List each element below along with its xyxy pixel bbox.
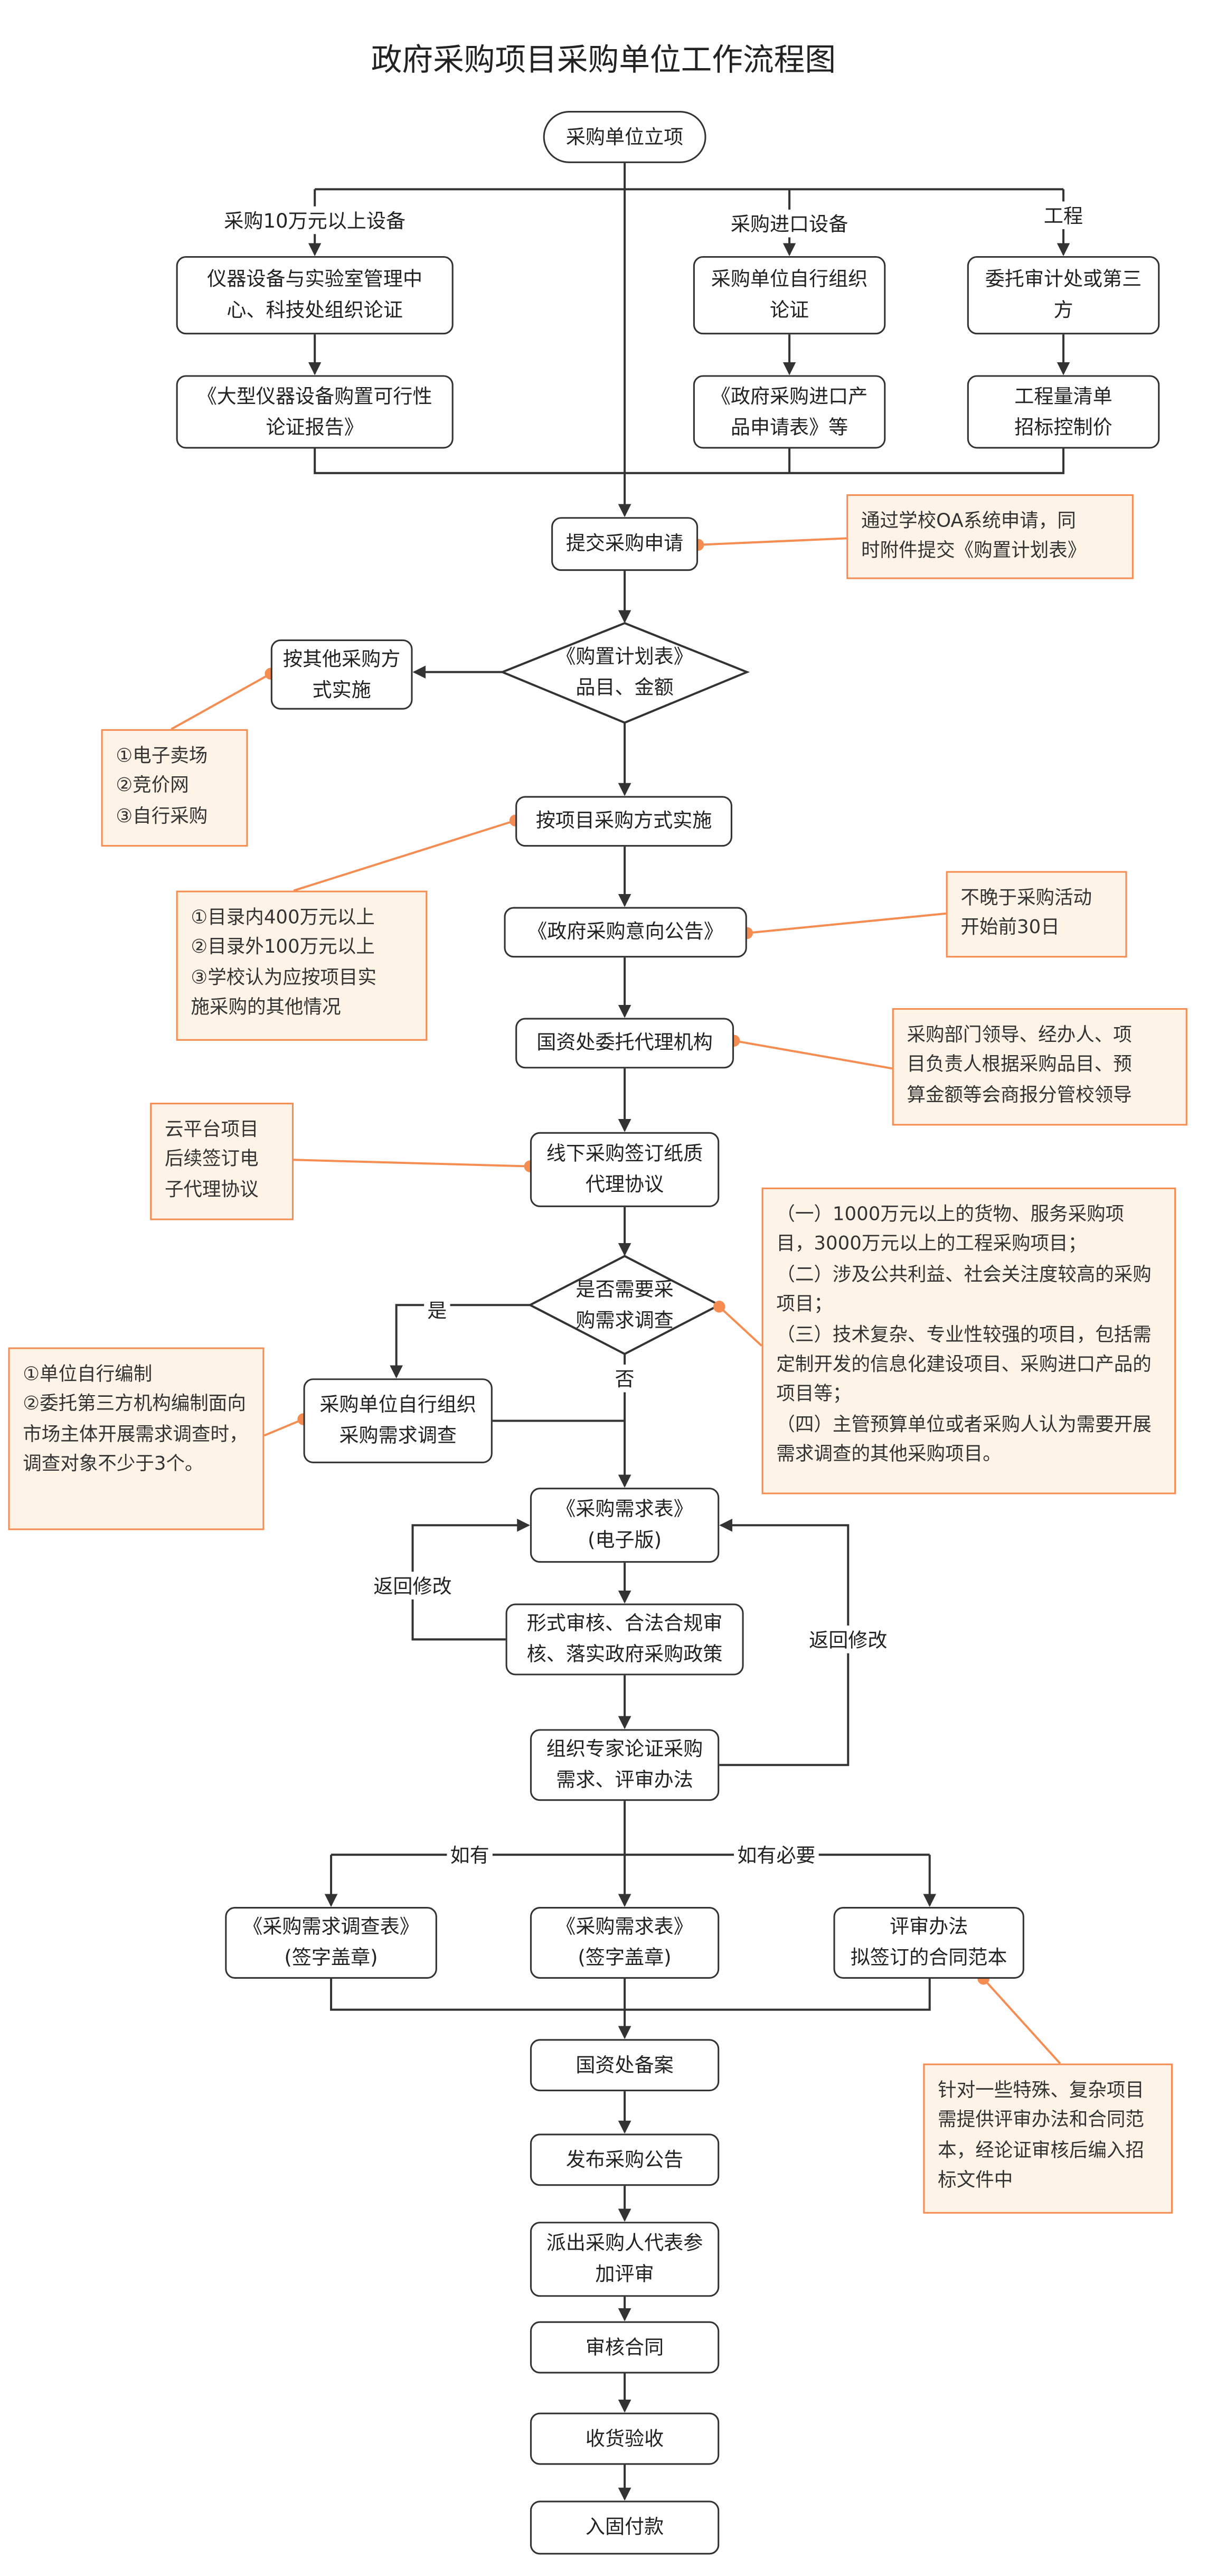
node-c1: 委托审计处或第三 方 (967, 256, 1160, 335)
node-out-demand: 《采购需求表》 (签字盖章) (530, 1907, 720, 1979)
node-expert: 组织专家论证采购 需求、评审办法 (530, 1729, 720, 1801)
note-agency: 采购部门领导、经办人、项 目负责人根据采购品目、预 算金额等会商报分管校领导 (892, 1008, 1187, 1126)
node-survey: 采购单位自行组织 采购需求调查 (303, 1378, 493, 1463)
label-no: 否 (611, 1364, 638, 1393)
node-publish: 发布采购公告 (530, 2133, 720, 2186)
node-agency: 国资处委托代理机构 (515, 1018, 734, 1069)
note-survey-method: ①单位自行编制 ②委托第三方机构编制面向市场主体开展需求调查时，调查对象不少于3… (8, 1347, 265, 1530)
decision-plan: 《购置计划表》 品目、金额 (556, 645, 693, 699)
label-if-any: 如有 (447, 1840, 493, 1869)
node-review: 形式审核、合法合规审 核、落实政府采购政策 (505, 1603, 744, 1676)
node-demand: 《采购需求表》 (电子版) (530, 1488, 720, 1563)
node-contract: 审核合同 (530, 2321, 720, 2374)
node-rep: 派出采购人代表参 加评审 (530, 2222, 720, 2297)
node-out-survey: 《采购需求调查表》 (签字盖章) (225, 1907, 437, 1979)
label-branch-c: 工程 (1040, 201, 1087, 230)
page-title: 政府采购项目采购单位工作流程图 (371, 42, 836, 79)
label-return-1: 返回修改 (370, 1572, 455, 1600)
node-a2: 《大型仪器设备购置可行性 论证报告》 (176, 375, 454, 449)
label-if-needed: 如有必要 (734, 1840, 819, 1869)
decision-survey: 是否需要采 购需求调查 (576, 1277, 674, 1331)
label-return-2: 返回修改 (805, 1625, 891, 1653)
node-offline: 线下采购签订纸质 代理协议 (530, 1132, 720, 1207)
node-intent: 《政府采购意向公告》 (504, 907, 747, 958)
node-a1: 仪器设备与实验室管理中 心、科技处组织论证 (176, 256, 454, 335)
note-intent: 不晚于采购活动 开始前30日 (946, 871, 1127, 958)
node-record: 国资处备案 (530, 2039, 720, 2092)
node-pay: 入固付款 (530, 2500, 720, 2555)
note-special: 针对一些特殊、复杂项目需提供评审办法和合同范本，经论证审核后编入招标文件中 (923, 2063, 1173, 2214)
label-yes: 是 (424, 1296, 450, 1324)
note-cloud: 云平台项目 后续签订电 子代理协议 (150, 1103, 294, 1220)
node-b1: 采购单位自行组织 论证 (693, 256, 886, 335)
node-project: 按项目采购方式实施 (515, 796, 732, 847)
label-branch-b: 采购进口设备 (727, 209, 852, 238)
label-branch-a: 采购10万元以上设备 (221, 206, 409, 234)
node-accept: 收货验收 (530, 2412, 720, 2465)
node-start: 采购单位立项 (543, 111, 706, 163)
node-out-eval: 评审办法 拟签订的合同范本 (833, 1907, 1024, 1979)
node-submit: 提交采购申请 (551, 517, 699, 571)
node-other: 按其他采购方 式实施 (270, 639, 413, 710)
node-b2: 《政府采购进口产 品申请表》等 (693, 375, 886, 449)
note-other: ①电子卖场 ②竞价网 ③自行采购 (101, 729, 248, 847)
note-project: ①目录内400万元以上 ②目录外100万元以上 ③学校认为应按项目实 施采购的其… (176, 890, 428, 1041)
node-c2: 工程量清单 招标控制价 (967, 375, 1160, 449)
note-oa: 通过学校OA系统申请，同 时附件提交《购置计划表》 (846, 494, 1134, 579)
note-survey-cases: （一）1000万元以上的货物、服务采购项目，3000万元以上的工程采购项目； （… (761, 1187, 1176, 1494)
